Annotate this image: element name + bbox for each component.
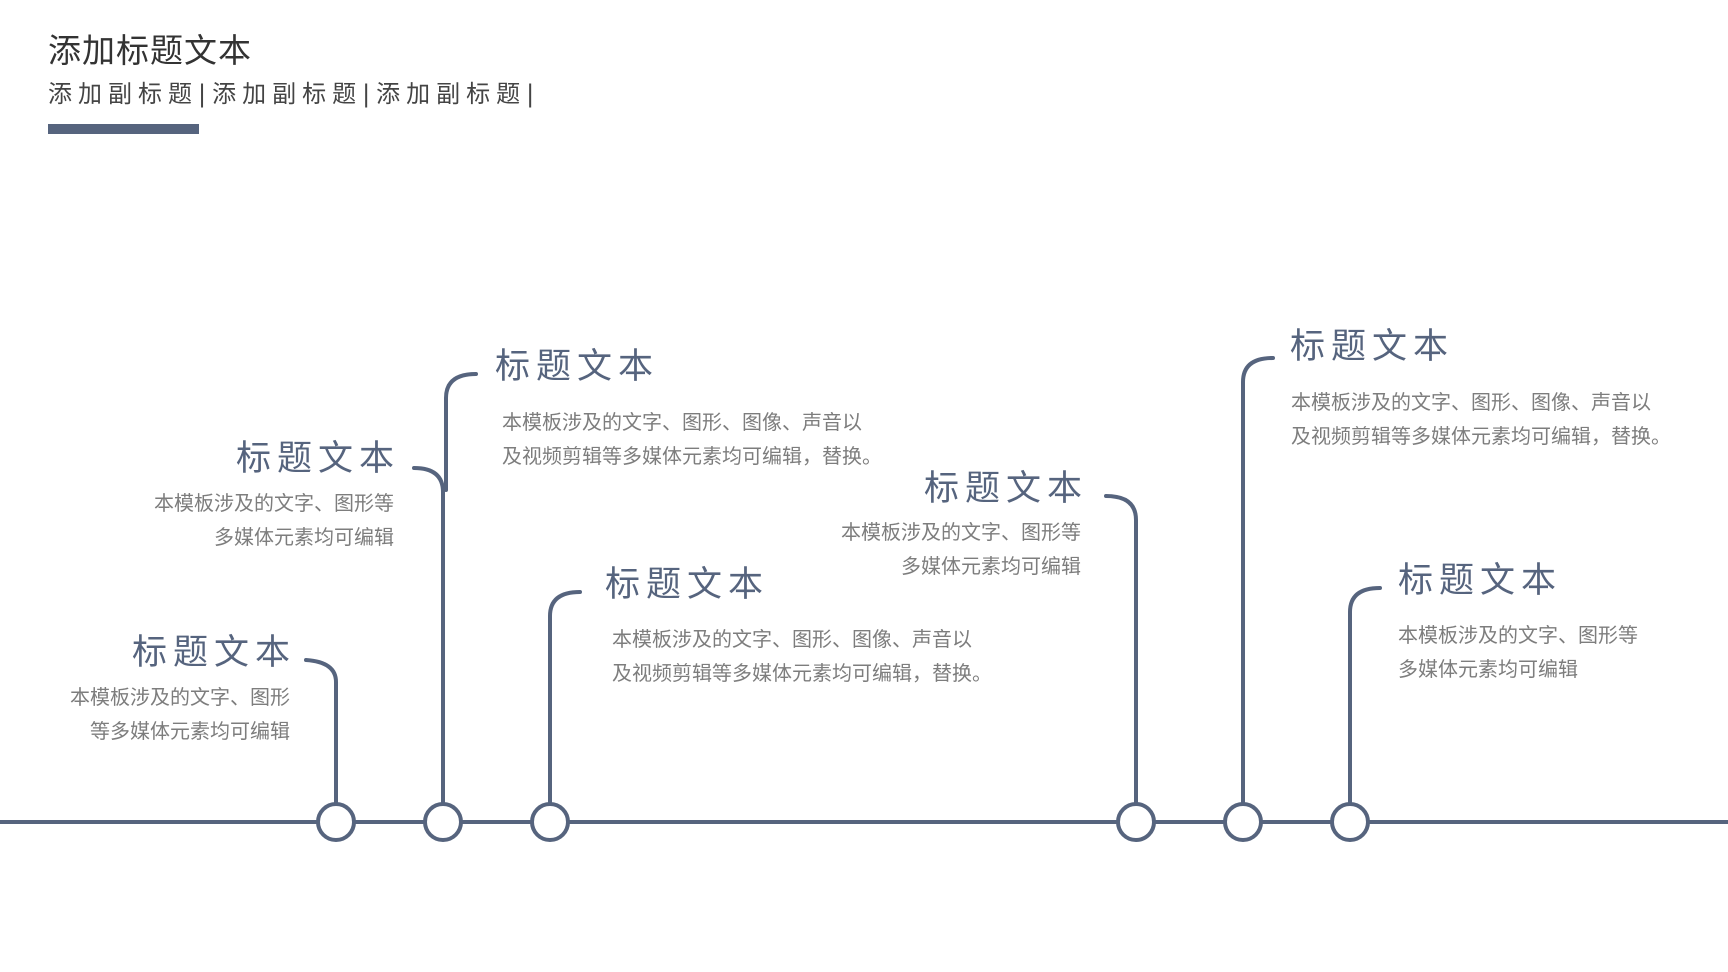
timeline-stem-5 xyxy=(1104,494,1138,806)
timeline-item-6-line-1: 本模板涉及的文字、图形、图像、声音以 xyxy=(1291,390,1651,414)
title-accent-bar xyxy=(48,124,199,134)
timeline-stem-1 xyxy=(304,658,338,806)
timeline-node-3 xyxy=(530,802,570,842)
timeline-stem-4 xyxy=(548,590,582,806)
timeline-item-7-desc: 本模板涉及的文字、图形等 多媒体元素均可编辑 xyxy=(1398,618,1638,686)
timeline-item-2-desc: 本模板涉及的文字、图形等 多媒体元素均可编辑 xyxy=(154,486,394,554)
timeline-item-1-line-2: 等多媒体元素均可编辑 xyxy=(90,719,290,743)
timeline-item-7-title: 标题文本 xyxy=(1398,561,1563,601)
timeline-item-2-line-1: 本模板涉及的文字、图形等 xyxy=(154,491,394,515)
page-title: 添加标题文本 xyxy=(48,31,252,70)
timeline-item-3-title: 标题文本 xyxy=(495,347,660,387)
timeline-item-1-line-1: 本模板涉及的文字、图形 xyxy=(70,685,290,709)
timeline-item-4-line-1: 本模板涉及的文字、图形、图像、声音以 xyxy=(612,627,972,651)
timeline-item-1-desc: 本模板涉及的文字、图形 等多媒体元素均可编辑 xyxy=(70,680,290,748)
timeline-stem-7 xyxy=(1348,586,1382,806)
page-subtitle: 添加副标题|添加副标题|添加副标题| xyxy=(48,80,541,108)
timeline-node-1 xyxy=(316,802,356,842)
timeline-item-7-line-1: 本模板涉及的文字、图形等 xyxy=(1398,623,1638,647)
timeline-node-4 xyxy=(1116,802,1156,842)
timeline-item-3-line-2: 及视频剪辑等多媒体元素均可编辑，替换。 xyxy=(502,444,882,468)
timeline-item-2-title: 标题文本 xyxy=(235,439,400,479)
timeline-stem-6 xyxy=(1241,356,1275,806)
timeline-item-1-title: 标题文本 xyxy=(131,633,296,673)
timeline-item-5-title: 标题文本 xyxy=(923,469,1088,509)
timeline-stem-3 xyxy=(444,372,478,492)
timeline-node-5 xyxy=(1223,802,1263,842)
timeline-item-5-line-1: 本模板涉及的文字、图形等 xyxy=(841,520,1081,544)
timeline-item-7-line-2: 多媒体元素均可编辑 xyxy=(1398,657,1578,681)
timeline-node-2 xyxy=(423,802,463,842)
timeline-item-4-line-2: 及视频剪辑等多媒体元素均可编辑，替换。 xyxy=(612,661,992,685)
timeline-item-3-line-1: 本模板涉及的文字、图形、图像、声音以 xyxy=(502,410,862,434)
timeline-item-6-line-2: 及视频剪辑等多媒体元素均可编辑，替换。 xyxy=(1291,424,1671,448)
timeline-item-2-line-2: 多媒体元素均可编辑 xyxy=(214,525,394,549)
timeline-item-3-desc: 本模板涉及的文字、图形、图像、声音以 及视频剪辑等多媒体元素均可编辑，替换。 xyxy=(502,405,882,473)
timeline-item-5-desc: 本模板涉及的文字、图形等 多媒体元素均可编辑 xyxy=(841,515,1081,583)
timeline-item-4-title: 标题文本 xyxy=(605,565,770,605)
timeline-item-6-desc: 本模板涉及的文字、图形、图像、声音以 及视频剪辑等多媒体元素均可编辑，替换。 xyxy=(1291,385,1671,453)
timeline-item-6-title: 标题文本 xyxy=(1290,327,1455,367)
timeline-item-4-desc: 本模板涉及的文字、图形、图像、声音以 及视频剪辑等多媒体元素均可编辑，替换。 xyxy=(612,622,992,690)
timeline-item-5-line-2: 多媒体元素均可编辑 xyxy=(901,554,1081,578)
timeline-node-6 xyxy=(1330,802,1370,842)
timeline-stem-2 xyxy=(412,466,445,806)
